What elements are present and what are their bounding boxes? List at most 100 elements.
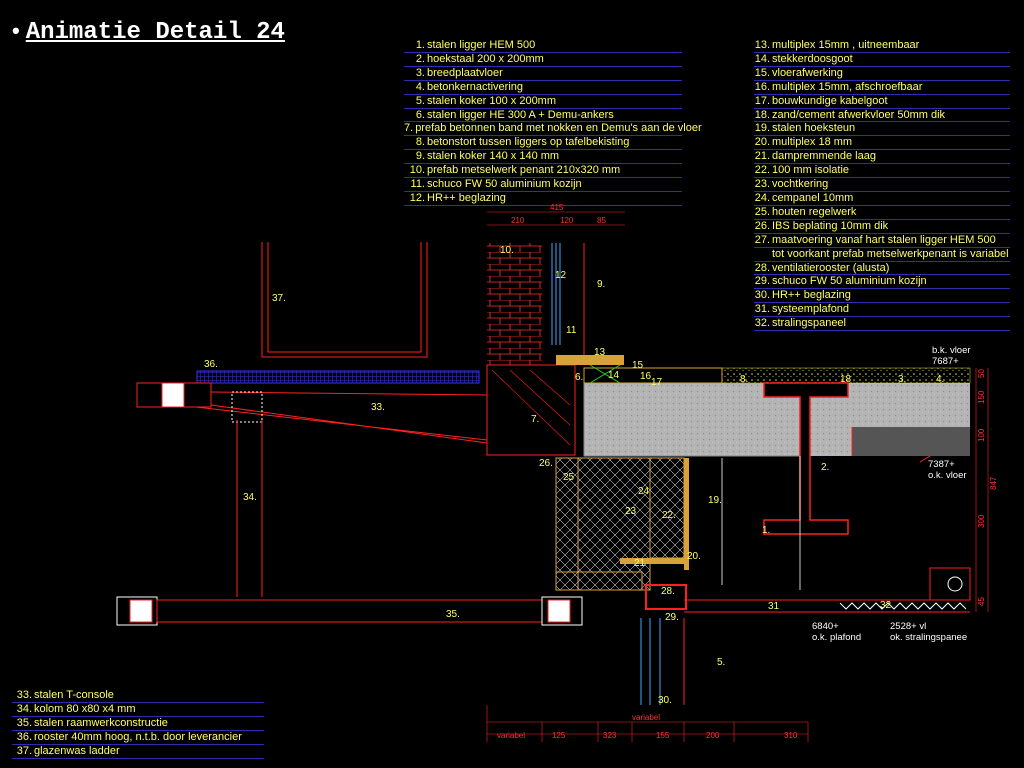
legend-text: houten regelwerk <box>772 205 857 218</box>
legend-text: vochtkering <box>772 178 829 191</box>
legend-top-right-item: 27.maatvoering vanaf hart stalen ligger … <box>754 234 1010 248</box>
callout-label: 7. <box>531 414 539 425</box>
legend-top-right-item: 32.stralingspaneel <box>754 317 1010 332</box>
legend-top-right-item: 30.HR++ beglazing <box>754 289 1010 304</box>
kern-activering <box>852 427 970 456</box>
legend-top-left-item: 4.betonkernactivering <box>404 81 682 95</box>
dim-label-top: 85 <box>597 216 606 225</box>
dim-label-right: 150 <box>977 390 986 404</box>
legend-top-right-item: 16.multiplex 15mm, afschroefbaar <box>754 81 1010 95</box>
legend-number: 3. <box>415 66 425 79</box>
multiplex-uitneembaar <box>556 355 624 365</box>
stalen-ligger-hem <box>763 382 849 535</box>
dim-label-bottom: 310 <box>784 731 798 740</box>
legend-top-right-item: 20.multiplex 18 mm <box>754 136 1010 151</box>
legend-text: rooster 40mm hoog, n.t.b. door leveranci… <box>34 730 242 743</box>
legend-text: stalen hoeksteun <box>772 122 856 135</box>
legend-number: 17. <box>754 94 770 107</box>
legend-number: 33. <box>16 689 32 701</box>
legend-number: 16. <box>754 80 770 93</box>
binnenwand-opbouw <box>555 457 689 591</box>
kozijn-boven <box>551 243 561 345</box>
legend-text: stalen raamwerkconstructie <box>34 716 168 729</box>
legend-text: systeemplafond <box>772 303 850 316</box>
level-label: 6840+ <box>812 621 839 632</box>
legend-number: 4. <box>415 80 425 93</box>
callout-label: 4. <box>936 374 944 385</box>
dim-label-top: 120 <box>560 216 574 225</box>
legend-text: kolom 80 x80 x4 mm <box>34 702 136 715</box>
legend-bottom-left-item: 36.rooster 40mm hoog, n.t.b. door levera… <box>12 731 264 745</box>
dim-label-right: 847 <box>989 476 998 490</box>
legend-text: hoekstaal 200 x 200mm <box>427 52 544 65</box>
legend-top-left-item: 6.stalen ligger HE 300 A + Demu-ankers <box>404 109 682 123</box>
callout-label: 26. <box>539 458 553 469</box>
legend-number: 30. <box>754 289 770 302</box>
legend-top-right-item: 25.houten regelwerk <box>754 206 1010 220</box>
t-console <box>136 382 488 444</box>
level-label: b.k. vloer <box>932 345 971 356</box>
legend-top-right-item: 17.bouwkundige kabelgoot <box>754 95 1010 109</box>
callout-label: 5. <box>717 657 725 668</box>
callout-label: 23 <box>625 506 637 517</box>
level-label: o.k. plafond <box>812 632 861 643</box>
dim-label-bottom: 125 <box>552 731 566 740</box>
legend-number: 34. <box>16 702 32 715</box>
legend-top-left-item: 7.prefab betonnen band met nokken en Dem… <box>404 122 702 137</box>
level-label: ok. stralingspanee <box>890 632 967 643</box>
legend-number: 12. <box>409 191 425 204</box>
legend-text: glazenwas ladder <box>34 744 120 757</box>
verhoogde-vloer <box>583 367 723 384</box>
legend-top-right-item: 13.multiplex 15mm , uitneembaar <box>754 39 1010 53</box>
legend-top-right-item: 29.schuco FW 50 aluminium kozijn <box>754 275 1010 290</box>
legend-number: 21. <box>754 150 770 163</box>
legend-top-right-item: 19.stalen hoeksteun <box>754 122 1010 137</box>
legend-text: stalen T-console <box>34 689 114 701</box>
callout-label: 33. <box>371 402 385 413</box>
legend-top-left-item: 10.prefab metselwerk penant 210x320 mm <box>404 164 682 179</box>
callout-label: 30. <box>658 695 672 706</box>
legend-top-right-item: 22.100 mm isolatie <box>754 164 1010 179</box>
legend-number: 14. <box>754 52 770 65</box>
glazenwas-ladder <box>261 242 428 358</box>
title-text: Animatie Detail 24 <box>25 19 285 46</box>
legend-top-right-item: 15.vloerafwerking <box>754 67 1010 81</box>
legend-top-right-item: 31.systeemplafond <box>754 303 1010 318</box>
legend-top-right-item: 23.vochtkering <box>754 178 1010 192</box>
dim-label-right: 100 <box>977 428 986 442</box>
dim-label-bottom: variabel <box>497 731 525 740</box>
callout-label: 25 <box>563 472 575 483</box>
legend-text: bouwkundige kabelgoot <box>772 94 888 107</box>
legend-text: dampremmende laag <box>772 150 876 163</box>
legend-text: stekkerdoosgoot <box>772 52 853 65</box>
title-bullet: • <box>12 18 20 43</box>
callout-label: 36. <box>204 359 218 370</box>
dim-label-right: 45 <box>977 597 986 606</box>
legend-number: 37. <box>16 744 32 757</box>
legend-text: HR++ beglazing <box>772 289 851 302</box>
dim-label-top: 415 <box>550 203 564 212</box>
legend-number: 35. <box>16 716 32 729</box>
callout-label: 21 <box>634 558 646 569</box>
callout-label: 24 <box>638 486 650 497</box>
callout-label: 8. <box>740 374 748 385</box>
systeemplafond <box>684 567 971 613</box>
legend-top-left-item: 5.stalen koker 100 x 200mm <box>404 95 682 109</box>
legend-text: stralingspaneel <box>772 317 846 330</box>
legend-top-right-item: tot voorkant prefab metselwerkpenant is … <box>754 248 1010 262</box>
callout-label: 17 <box>651 377 663 388</box>
legend-text: multiplex 18 mm <box>772 136 853 149</box>
metselwerk-penant <box>487 243 542 365</box>
prefab-band <box>486 364 576 456</box>
callout-label: 34. <box>243 492 257 503</box>
callout-label: 29. <box>665 612 679 623</box>
legend-top-left-item: 1.stalen ligger HEM 500 <box>404 39 682 53</box>
callout-label: 20. <box>687 551 701 562</box>
callout-label: 10. <box>500 245 514 256</box>
callout-label: 6. <box>575 372 583 383</box>
